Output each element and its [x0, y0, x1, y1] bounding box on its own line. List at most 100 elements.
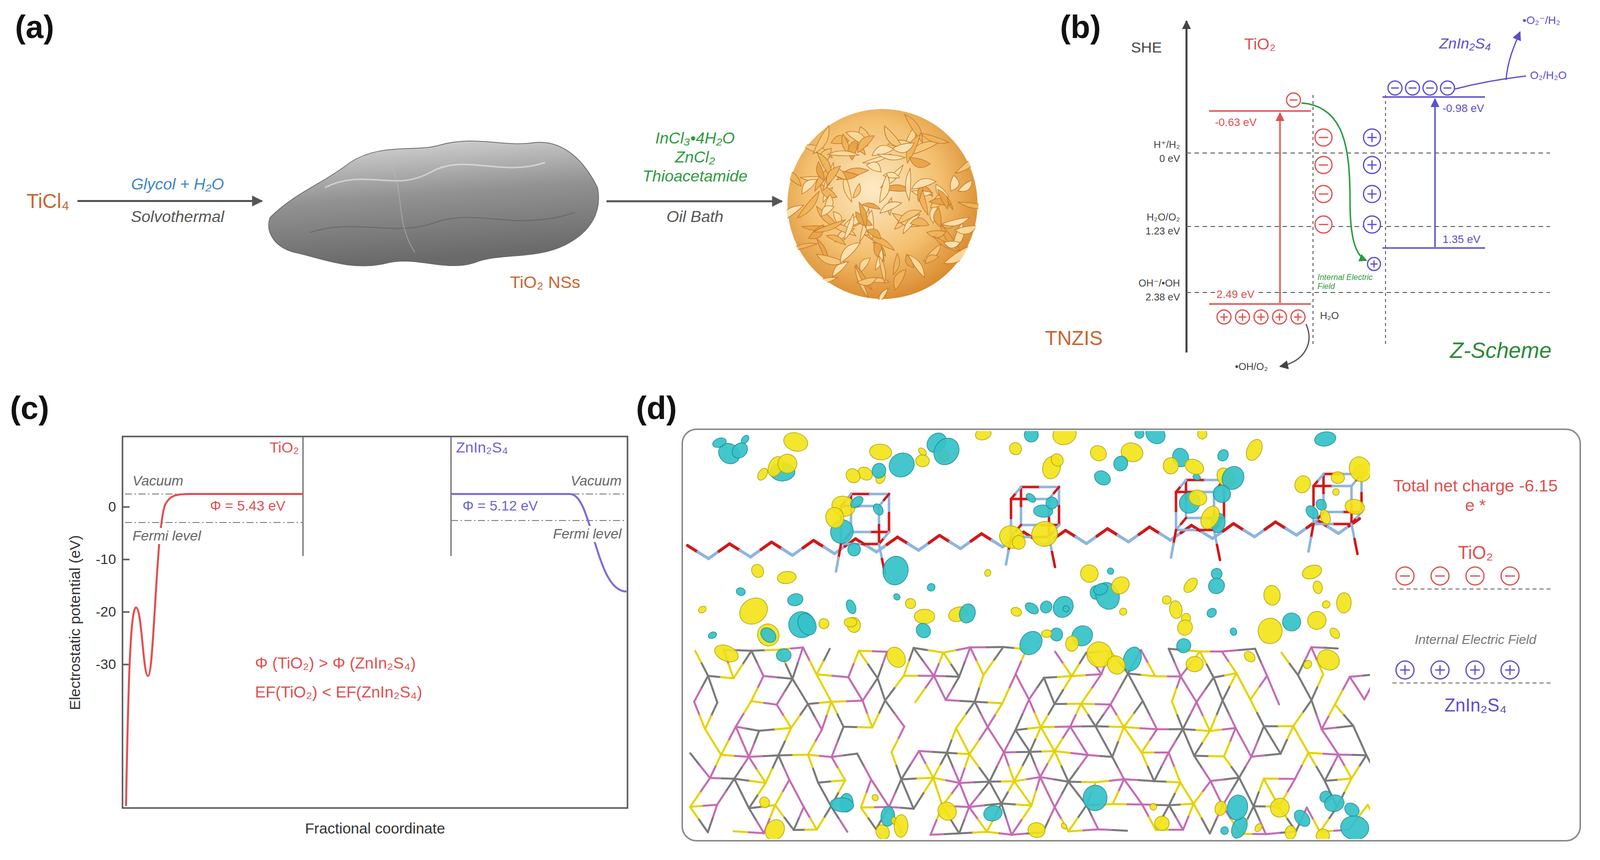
bond [810, 661, 817, 675]
bond [810, 818, 817, 830]
bond [1049, 691, 1055, 704]
bond [999, 833, 1012, 835]
bond [1058, 676, 1072, 677]
bond [947, 753, 954, 768]
bond [969, 754, 980, 768]
line-shape [1392, 588, 1553, 590]
bond [970, 647, 977, 662]
bond [947, 740, 952, 753]
bond [888, 513, 891, 532]
bond [866, 545, 877, 552]
sign-bar [1474, 665, 1476, 675]
bond [1141, 675, 1155, 677]
charge-accumulation [1331, 471, 1345, 484]
bond [734, 778, 750, 781]
petal [950, 175, 959, 191]
bond [1054, 751, 1062, 767]
bond [751, 688, 757, 701]
bond [705, 729, 713, 742]
charge-depletion [925, 582, 937, 593]
axis-label: SHE [1131, 39, 1162, 57]
bond [878, 700, 885, 714]
bond [1044, 677, 1058, 678]
petal [879, 174, 890, 203]
path-shape [1455, 76, 1526, 89]
petal [958, 180, 972, 192]
bond [1338, 526, 1349, 534]
electron-symbol [1423, 81, 1437, 95]
bond [838, 544, 841, 558]
bond [974, 701, 981, 714]
bond [867, 714, 873, 728]
level-label: Fermi level [551, 526, 623, 542]
charge-depletion [1225, 793, 1251, 822]
hole-symbol [1363, 185, 1381, 203]
bond [803, 647, 810, 661]
bond [1023, 793, 1032, 806]
bond [836, 558, 839, 572]
line-shape [1382, 96, 1485, 98]
bond [1065, 530, 1076, 537]
petal [933, 207, 941, 227]
charge-accumulation [1118, 607, 1128, 617]
bond [734, 768, 742, 779]
sign-bar [1279, 313, 1281, 321]
bond [1217, 545, 1220, 560]
bond [1222, 650, 1239, 652]
bond [831, 780, 845, 781]
bond [736, 726, 743, 742]
charge-accumulation [734, 592, 773, 630]
bond [1210, 819, 1217, 834]
bond [722, 777, 734, 780]
bond [749, 795, 758, 808]
bond [1002, 688, 1009, 703]
hole-symbol [1272, 310, 1287, 324]
bond [1035, 764, 1040, 777]
charge-accumulation [1087, 442, 1110, 464]
bond [974, 688, 979, 702]
bond [1098, 829, 1113, 830]
charge-depletion [794, 610, 820, 638]
bond [1177, 715, 1183, 730]
bond [1068, 782, 1078, 794]
comparison-note: Φ (TiO₂) > Φ (ZnIn₂S₄) [255, 654, 416, 673]
bond [756, 821, 764, 834]
bond [871, 779, 880, 794]
bond [1124, 714, 1134, 727]
bond [1332, 523, 1352, 526]
bond [946, 688, 953, 700]
bond [901, 765, 911, 779]
bond [1118, 779, 1124, 792]
bond [894, 713, 904, 727]
bond [1264, 726, 1273, 741]
charge-depletion [1049, 592, 1077, 621]
bond [796, 793, 804, 807]
material-label: ZnIn₂S₄ [1439, 35, 1491, 53]
charge-accumulation [1041, 629, 1053, 638]
charge-depletion [871, 502, 886, 517]
charge-depletion [844, 598, 858, 615]
sign-bar [1509, 665, 1511, 675]
bond [1040, 486, 1059, 489]
band-energy: 1.35 eV [1442, 233, 1481, 246]
bond [1289, 664, 1298, 675]
bond [868, 664, 878, 678]
charge-depletion [982, 803, 1004, 823]
charge-panel-frame: Total net charge -6.15 e *TiO₂Internal E… [681, 428, 1581, 842]
petal [826, 235, 846, 245]
bond [1021, 486, 1040, 489]
petal [925, 255, 939, 264]
bond [1188, 803, 1194, 817]
path-shape [1301, 103, 1367, 261]
bond [930, 820, 937, 835]
bond [926, 764, 933, 778]
bond [901, 808, 914, 809]
bond [1173, 530, 1176, 544]
field-label: Internal Electric Field [1415, 632, 1537, 648]
bond [794, 818, 799, 830]
charge-depletion [1023, 431, 1039, 443]
bond [1161, 752, 1169, 767]
petal [827, 151, 859, 156]
bond [958, 753, 970, 754]
petal [879, 255, 886, 283]
